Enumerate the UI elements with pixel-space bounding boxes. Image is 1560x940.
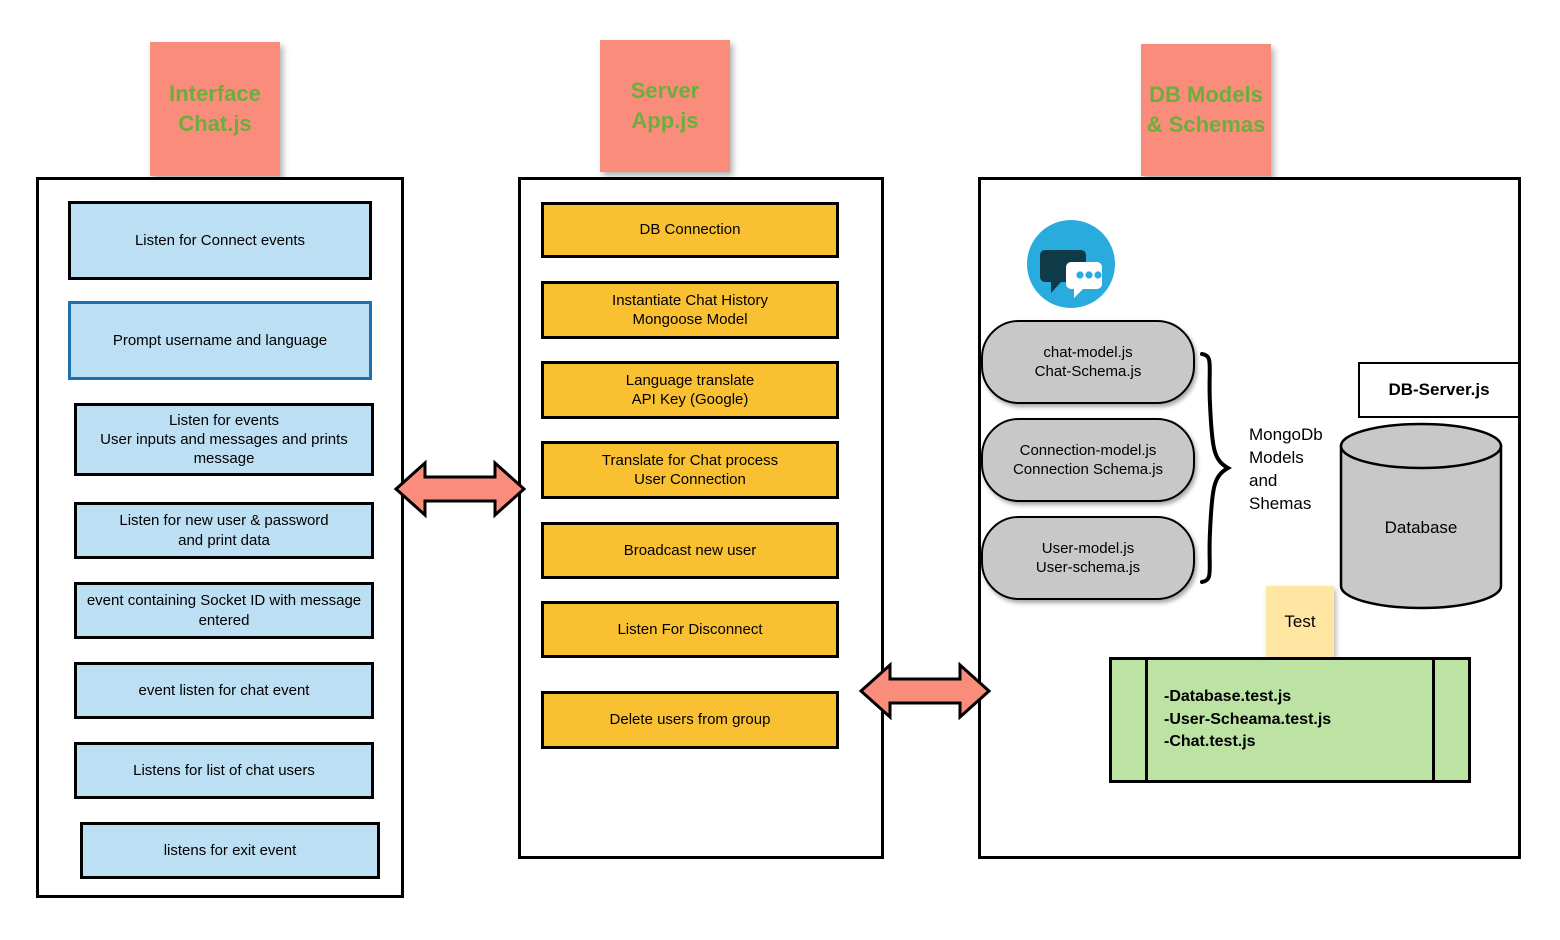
header-note-server: Server App.js bbox=[600, 40, 730, 172]
interface-step-3[interactable]: Listen for events User inputs and messag… bbox=[74, 403, 374, 476]
test-files-box[interactable]: -Database.test.js -User-Scheama.test.js … bbox=[1109, 657, 1471, 783]
server-step-7[interactable]: Delete users from group bbox=[541, 691, 839, 749]
interface-step-1[interactable]: Listen for Connect events bbox=[68, 201, 372, 280]
interface-step-7[interactable]: Listens for list of chat users bbox=[74, 742, 374, 799]
interface-step-6[interactable]: event listen for chat event bbox=[74, 662, 374, 719]
test-box-left-column bbox=[1112, 660, 1148, 780]
mongodb-models-label: MongoDb Models and Shemas bbox=[1249, 425, 1323, 513]
header-note-db-models: DB Models & Schemas bbox=[1141, 44, 1271, 176]
test-box-right-column bbox=[1432, 660, 1468, 780]
interface-step-2[interactable]: Prompt username and language bbox=[68, 301, 372, 380]
model-pill-connection[interactable]: Connection-model.js Connection Schema.js bbox=[981, 418, 1195, 502]
db-server-box[interactable]: DB-Server.js bbox=[1358, 362, 1520, 418]
test-files-list: -Database.test.js -User-Scheama.test.js … bbox=[1164, 687, 1332, 751]
interface-server-arrow bbox=[393, 455, 527, 523]
model-pill-chat[interactable]: chat-model.js Chat-Schema.js bbox=[981, 320, 1195, 404]
interface-step-8[interactable]: listens for exit event bbox=[80, 822, 380, 879]
interface-step-5[interactable]: event containing Socket ID with message … bbox=[74, 582, 374, 639]
server-database-arrow bbox=[858, 657, 992, 725]
server-step-6[interactable]: Listen For Disconnect bbox=[541, 601, 839, 658]
interface-step-4[interactable]: Listen for new user & password and print… bbox=[74, 502, 374, 559]
models-grouping-brace bbox=[1198, 352, 1236, 584]
server-step-5[interactable]: Broadcast new user bbox=[541, 522, 839, 579]
model-pill-user[interactable]: User-model.js User-schema.js bbox=[981, 516, 1195, 600]
header-note-interface: Interface Chat.js bbox=[150, 42, 280, 176]
server-step-3[interactable]: Language translate API Key (Google) bbox=[541, 361, 839, 419]
panel-server bbox=[518, 177, 884, 859]
database-cylinder-icon bbox=[1338, 422, 1504, 610]
database-label: Database bbox=[1384, 518, 1458, 537]
server-step-1[interactable]: DB Connection bbox=[541, 202, 839, 258]
chat-bubbles-icon bbox=[1027, 220, 1115, 308]
server-step-4[interactable]: Translate for Chat process User Connecti… bbox=[541, 441, 839, 499]
server-step-2[interactable]: Instantiate Chat History Mongoose Model bbox=[541, 281, 839, 339]
test-note: Test bbox=[1266, 586, 1334, 658]
